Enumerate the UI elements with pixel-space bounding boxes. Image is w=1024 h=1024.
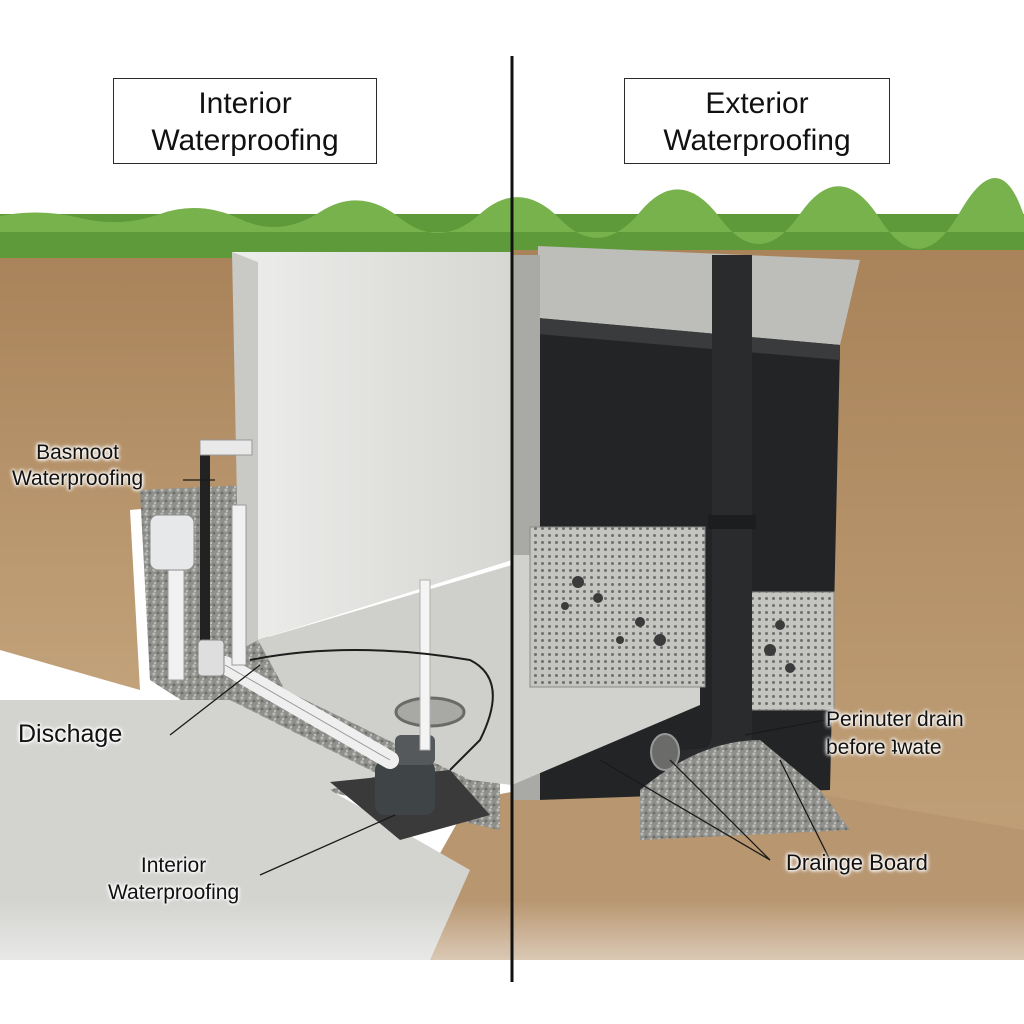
interior-title-line1: Interior (198, 87, 292, 120)
drainage-board-left (529, 526, 706, 688)
perimeter-drain-pipe-end (650, 733, 680, 771)
interior-back-wall (232, 252, 512, 640)
exterior-title-box: Exterior Waterproofing (624, 78, 890, 164)
floor-front-slab (0, 700, 470, 960)
sump-pump-body (375, 760, 435, 815)
leader-board-3 (779, 759, 831, 861)
check-valve (197, 639, 225, 677)
label-perimeter-line2: before ʇwate (826, 736, 942, 759)
leader-discharge (169, 664, 261, 736)
pipe-fitting (149, 514, 195, 571)
pump-power-cord (249, 649, 494, 771)
left-soil (0, 258, 240, 690)
interior-riser-pipe-2 (231, 504, 247, 666)
label-discharge: Dischage (18, 720, 123, 748)
label-basement-line2: Waterproofing (12, 467, 144, 490)
exterior-concrete-wall-top (538, 246, 860, 345)
interior-pipe-elbow (199, 439, 253, 456)
leader-board-1 (669, 759, 771, 861)
drainage-board-large-holes (561, 576, 795, 673)
leader-lines (169, 479, 831, 876)
vertical-vent-pipe (419, 579, 431, 751)
leader-board-2 (599, 759, 771, 861)
membrane-highlight (538, 318, 840, 360)
label-interior-line1: Interior (140, 854, 207, 877)
label-drainage-board: Drainge Board (786, 850, 928, 875)
exterior-title-line1: Exterior (705, 87, 809, 120)
label-basement-line1: Basmoot (36, 441, 119, 464)
label-basement-waterproofing: Basmoot Waterproofing (12, 440, 143, 492)
label-perimeter-drain: Perinuter drain before ʇwate (826, 706, 964, 762)
leader-interior (259, 814, 396, 876)
label-interior-line2: Waterproofing (108, 881, 240, 904)
label-perimeter-line1: Perinuter drain (826, 708, 964, 731)
interior-riser-pipe-3 (200, 440, 210, 670)
discharge-pipe-outline (224, 664, 391, 761)
interior-title-line2: Waterproofing (151, 124, 339, 157)
leader-perimeter (744, 719, 826, 736)
exterior-downspout-pipe (712, 255, 752, 725)
downspout-collar (708, 515, 756, 529)
drainage-board-right (737, 591, 835, 711)
interior-floor-slab (258, 565, 512, 785)
interior-title-box: Interior Waterproofing (113, 78, 377, 164)
exterior-title-line2: Waterproofing (663, 124, 851, 157)
label-interior-waterproofing: Interior Waterproofing (108, 852, 239, 906)
